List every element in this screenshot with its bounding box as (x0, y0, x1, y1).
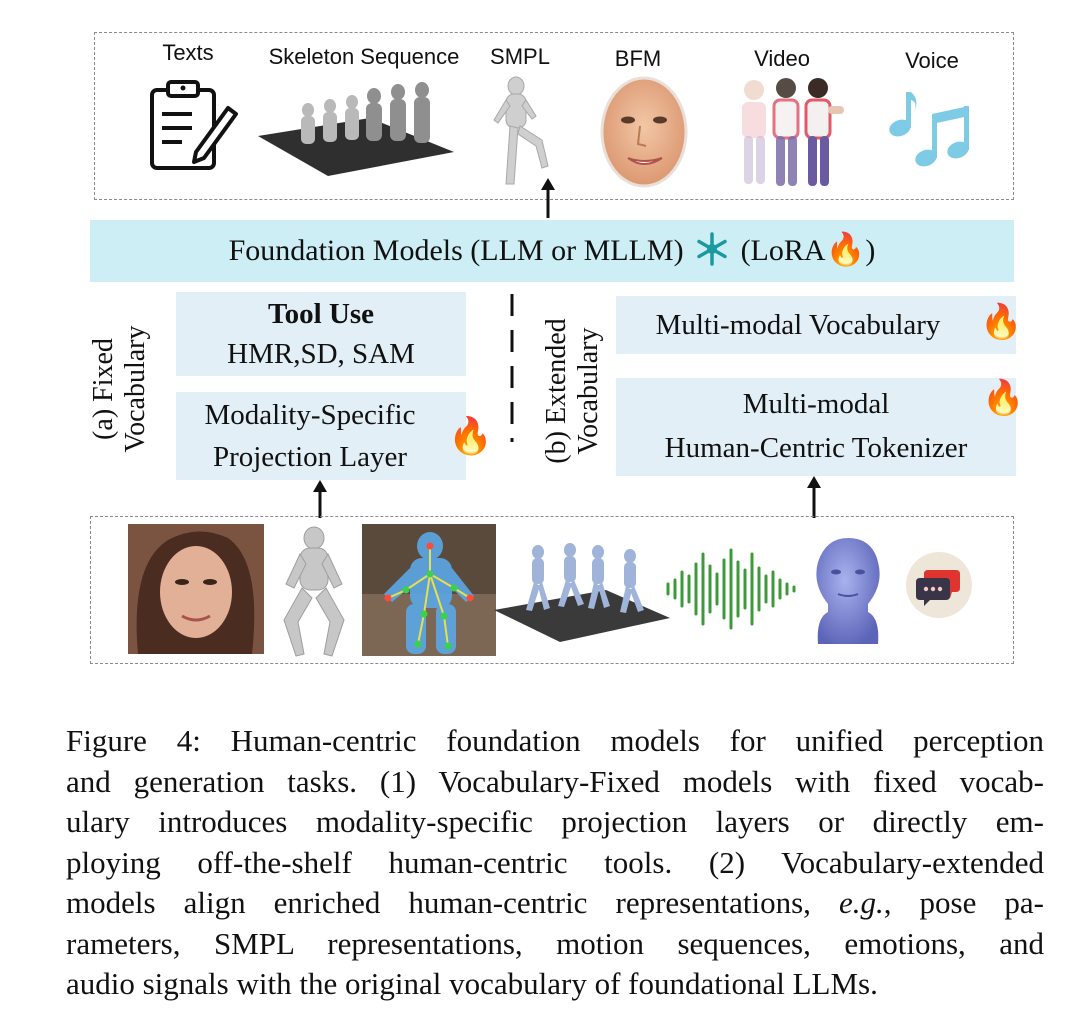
label-skeleton-sequence: Skeleton Sequence (268, 44, 460, 69)
caption-line: rameters, SMPL representations, motion s… (66, 925, 1044, 961)
caption-line: audio signals with the original vocabula… (66, 966, 878, 1001)
fire-icon: 🔥 (982, 380, 1025, 417)
lora-open-text: (LoRA (740, 234, 826, 267)
arrow-up-to-outputs (541, 178, 555, 218)
tokenizer-panel: Multi-modal Human-Centric Tokenizer (616, 378, 1016, 476)
label-texts: Texts (162, 40, 214, 65)
caption-line: ulary introduces modality-specific proje… (66, 804, 1044, 839)
extended-vocabulary-side-label: (b) Extended Vocabulary (541, 293, 611, 489)
pose-keypoints-icon (362, 524, 496, 656)
caption-line: ploying off-the-shelf human-centric tool… (66, 844, 1044, 880)
face-photo-icon (128, 524, 264, 654)
tokenizer-line1: Multi-modal (742, 388, 890, 420)
arrow-up-to-projection (313, 480, 327, 518)
extended-vocab-line1: (b) Extended (541, 318, 572, 464)
skeleton-sequence-icon (258, 82, 454, 176)
label-bfm: BFM (614, 46, 662, 71)
input-modalities-box (90, 516, 1014, 664)
label-video: Video (754, 46, 810, 71)
projection-line2: Projection Layer (212, 441, 408, 473)
fixed-vocabulary-side-label: (a) Fixed Vocabulary (88, 304, 158, 474)
caption-line: Figure 4: Human-centric foundation model… (66, 723, 1044, 758)
video-characters-icon (742, 78, 844, 186)
body-mesh-icon (283, 526, 345, 657)
music-note-icon (889, 92, 969, 167)
tool-use-items: HMR,SD, SAM (227, 338, 415, 370)
caption-text: models align enriched human-centric repr… (66, 885, 811, 920)
foundation-models-label: Foundation Models (LLM or MLLM) (LoRA🔥) (90, 220, 1014, 282)
arrow-up-to-tokenizer (807, 476, 821, 518)
face-mesh-icon (816, 538, 880, 644)
fire-icon: 🔥 (448, 416, 493, 456)
tool-use-panel: Tool Use HMR,SD, SAM (176, 292, 466, 376)
label-voice: Voice (905, 48, 959, 73)
multimodal-vocabulary-panel: Multi-modal Vocabulary (616, 296, 1016, 354)
fixed-vocab-line2: Vocabulary (120, 325, 151, 453)
fire-icon: 🔥 (825, 231, 866, 267)
snowflake-icon (697, 232, 727, 266)
projection-line1: Modality-Specific (204, 399, 416, 431)
bfm-face-icon (600, 76, 688, 188)
caption-line: models align enriched human-centric repr… (66, 883, 1044, 924)
caption-line: and generation tasks. (1) Vocabulary-Fix… (66, 763, 1044, 799)
label-smpl: SMPL (490, 44, 550, 69)
foundation-models-text: Foundation Models (LLM or MLLM) (228, 234, 684, 267)
clipboard-icon (150, 80, 238, 170)
separator-dashed-line (510, 294, 514, 442)
multimodal-vocabulary-text: Multi-modal Vocabulary (655, 309, 941, 341)
fixed-vocab-line1: (a) Fixed (88, 338, 119, 440)
caption-italic-eg: e.g. (838, 885, 884, 920)
caption-text: , pose pa- (883, 885, 1045, 920)
projection-layer-panel: Modality-Specific Projection Layer (176, 392, 466, 480)
chat-bubbles-icon (906, 552, 972, 618)
foundation-models-bar (90, 220, 1014, 282)
lora-close-text: ) (865, 234, 876, 267)
smpl-body-icon (493, 76, 549, 185)
fire-icon: 🔥 (980, 304, 1023, 341)
audio-waveform-icon (666, 548, 796, 630)
output-modalities-box (94, 32, 1014, 200)
motion-sequence-icon (494, 543, 670, 642)
tokenizer-line2: Human-Centric Tokenizer (664, 432, 968, 464)
tool-use-title: Tool Use (267, 298, 375, 330)
figure-caption: Figure 4: Human-centric foundation model… (66, 721, 1044, 1005)
extended-vocab-line2: Vocabulary (573, 327, 604, 455)
